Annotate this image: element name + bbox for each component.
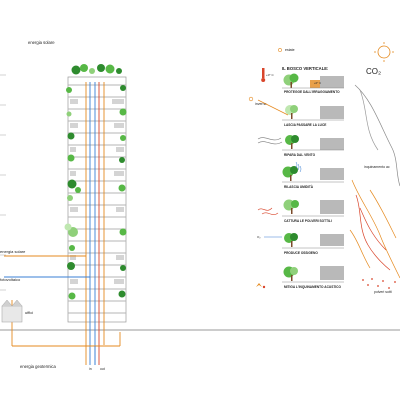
temp-cool-label: +0° C [314,81,321,85]
function-item-label: CATTURA LE POLVERI SOTTILI [284,219,332,223]
tower-balconies [70,99,124,284]
function-item-label: RIPARA DAL VENTO [284,153,316,157]
inverno-label: inverno [255,102,267,106]
photovoltaic-label: fotovoltaico [0,277,21,282]
energy-solar-side-label: energia solare [0,249,26,254]
function-item-label: PROTEGGE DALL'IRRAGGIAMENTO [284,90,340,94]
left-margin-ticks [0,74,6,291]
function-item-label: MITIGA L'INQUINAMENTO ACUSTICO [284,285,341,289]
function-item-label: LASCIA PASSARE LA LUCE [284,123,326,127]
co2-label: CO₂ [366,67,381,76]
temp-hot-label: +0° C [266,73,274,77]
inverno-marker [248,96,254,102]
function-item-label: RILASCIA UMIDITÀ [284,184,314,189]
function-item-2: LASCIA PASSARE LA LUCE [257,99,344,127]
tower-greenery [64,64,127,300]
energy-solar-top-label: energia solare [28,40,55,45]
marker-out: out [100,367,105,371]
dust-particles [362,278,396,289]
function-item-7: MITIGA L'INQUINAMENTO ACUSTICO [256,266,344,289]
estate-label: estate [285,48,295,52]
marker-in: in [89,367,92,371]
pollution-label: inquinamento ac [364,165,390,169]
energy-geothermal-label: energia geotermica [20,364,57,369]
utility-pipes [85,82,105,365]
function-item-4: RILASCIA UMIDITÀ [282,161,344,189]
functions-header: IL BOSCO VERTICALE: [282,66,328,71]
tower-floors [68,84,126,314]
dust-label: polveri sotti [374,290,392,294]
offices-label: uffici [25,310,33,315]
offices-box [1,299,23,323]
o2-chip: O₂ [257,235,261,239]
function-item-6: O₂ PRODUCE OSSIGENO [257,233,344,255]
function-item-label: PRODUCE OSSIGENO [284,251,318,255]
pollutant-paths [349,84,400,279]
estate-marker [278,48,282,52]
sun-icon [374,42,394,62]
tower-slabs [67,76,127,323]
function-item-1: +0° C +0° C PROTEGGE DALL'IRRAGGIAMENTO [261,68,344,94]
function-item-5: CATTURA LE POLVERI SOTTILI [257,199,344,223]
function-item-3: RIPARA DAL VENTO [257,135,344,157]
pipe-branches [4,255,121,365]
